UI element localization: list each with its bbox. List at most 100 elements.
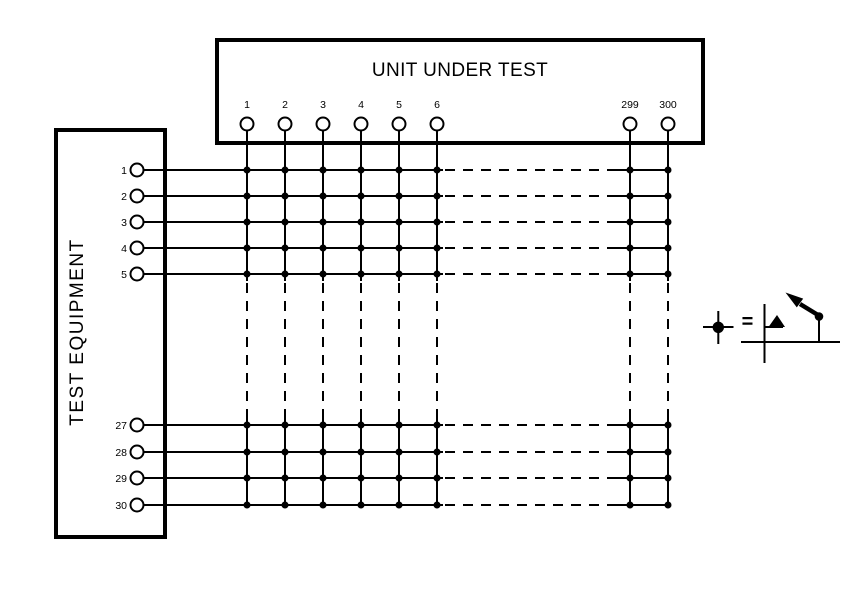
te-pin-label: 2 (121, 191, 127, 203)
te-pin-label: 28 (115, 447, 127, 459)
crosspoint-dot (319, 501, 327, 509)
crosspoint-dot (357, 421, 365, 429)
crosspoint-dot (243, 474, 251, 482)
te-pin-label: 27 (115, 420, 127, 432)
te-pin (129, 417, 145, 433)
crosspoint-dot (281, 474, 289, 482)
te-pin-label: 5 (121, 269, 127, 281)
te-pin (129, 188, 145, 204)
crosspoint-dot (664, 166, 672, 174)
crosspoint-dot (395, 474, 403, 482)
te-pin-label: 30 (115, 500, 127, 512)
crosspoint-dot (626, 474, 634, 482)
crosspoint-dot (395, 270, 403, 278)
crosspoint-dot (357, 166, 365, 174)
legend-equals-sign: = (742, 311, 754, 333)
uut-pin (239, 116, 255, 132)
crosspoint-dot (433, 448, 441, 456)
crosspoint-dot (433, 244, 441, 252)
te-pin-label: 1 (121, 165, 127, 177)
crosspoint-dot (433, 270, 441, 278)
uut-pin-label: 299 (621, 99, 639, 111)
crosspoint-dot-icon (703, 311, 734, 344)
crosspoint-dot (243, 218, 251, 226)
crosspoint-dot (357, 474, 365, 482)
crosspoint-dot (664, 448, 672, 456)
te-pin (129, 240, 145, 256)
te-pin (129, 470, 145, 486)
uut-pin (429, 116, 445, 132)
crosspoint-dot (281, 166, 289, 174)
crosspoint-dot (664, 218, 672, 226)
crosspoint-dot (319, 192, 327, 200)
uut-pin-label: 2 (282, 99, 288, 111)
switch-symbol-icon (741, 292, 840, 363)
uut-pin (622, 116, 638, 132)
crosspoint-dot (395, 244, 403, 252)
crosspoint-dot (626, 270, 634, 278)
crosspoint-dot (319, 244, 327, 252)
crosspoint-dot (664, 501, 672, 509)
unit-under-test-box (215, 38, 705, 145)
crosspoint-dot (243, 448, 251, 456)
crosspoint-dot (319, 270, 327, 278)
crosspoint-dot (395, 448, 403, 456)
crosspoint-dot (281, 218, 289, 226)
crosspoint-dot (664, 244, 672, 252)
crosspoint-dot (626, 244, 634, 252)
te-pin-label: 3 (121, 217, 127, 229)
crosspoint-dot (357, 192, 365, 200)
crosspoint-dot (433, 501, 441, 509)
crosspoint-dot (243, 244, 251, 252)
fixed-contact-triangle (768, 315, 785, 327)
crosspoint-dot (395, 192, 403, 200)
crosspoint-dot (319, 474, 327, 482)
uut-pin (353, 116, 369, 132)
te-pin (129, 497, 145, 513)
crosspoint-dot (395, 421, 403, 429)
unit-under-test-title: UNIT UNDER TEST (372, 60, 548, 81)
crosspoint-dot (281, 501, 289, 509)
crosspoint-grid (137, 124, 669, 506)
test-equipment-box (54, 128, 167, 539)
crosspoint-dot (626, 192, 634, 200)
crosspoint-dot (433, 421, 441, 429)
crosspoint-dot (626, 448, 634, 456)
crosspoint-dot (319, 421, 327, 429)
crosspoint-dot (357, 218, 365, 226)
te-pin-label: 29 (115, 473, 127, 485)
crosspoint-dot (243, 270, 251, 278)
crosspoint-dot (395, 501, 403, 509)
uut-pin-label: 1 (244, 99, 250, 111)
crosspoint-dot (664, 474, 672, 482)
crosspoint-dot (433, 218, 441, 226)
crosspoint-dot (626, 218, 634, 226)
crosspoint-dot (357, 270, 365, 278)
crosspoint-dot (243, 501, 251, 509)
uut-pin (315, 116, 331, 132)
uut-pin-label: 3 (320, 99, 326, 111)
crosspoint-dot (357, 244, 365, 252)
te-pin (129, 162, 145, 178)
crosspoint-dot (281, 270, 289, 278)
uut-pin (660, 116, 676, 132)
uut-pin-label: 4 (358, 99, 364, 111)
uut-pin-label: 300 (659, 99, 677, 111)
crosspoint-dot (626, 421, 634, 429)
crosspoint-dot (433, 474, 441, 482)
crosspoint-dot (319, 218, 327, 226)
crosspoint-dot (395, 166, 403, 174)
uut-pin (277, 116, 293, 132)
crosspoint-dot (433, 166, 441, 174)
crosspoint-dot (243, 166, 251, 174)
crosspoint-dot (626, 166, 634, 174)
te-pin (129, 266, 145, 282)
crosspoint-dot (664, 270, 672, 278)
crosspoint-dot (433, 192, 441, 200)
uut-pin-label: 6 (434, 99, 440, 111)
crosspoint-dot (357, 448, 365, 456)
crosspoint-dot (319, 166, 327, 174)
crosspoint-dot (664, 192, 672, 200)
crosspoint-dot (626, 501, 634, 509)
